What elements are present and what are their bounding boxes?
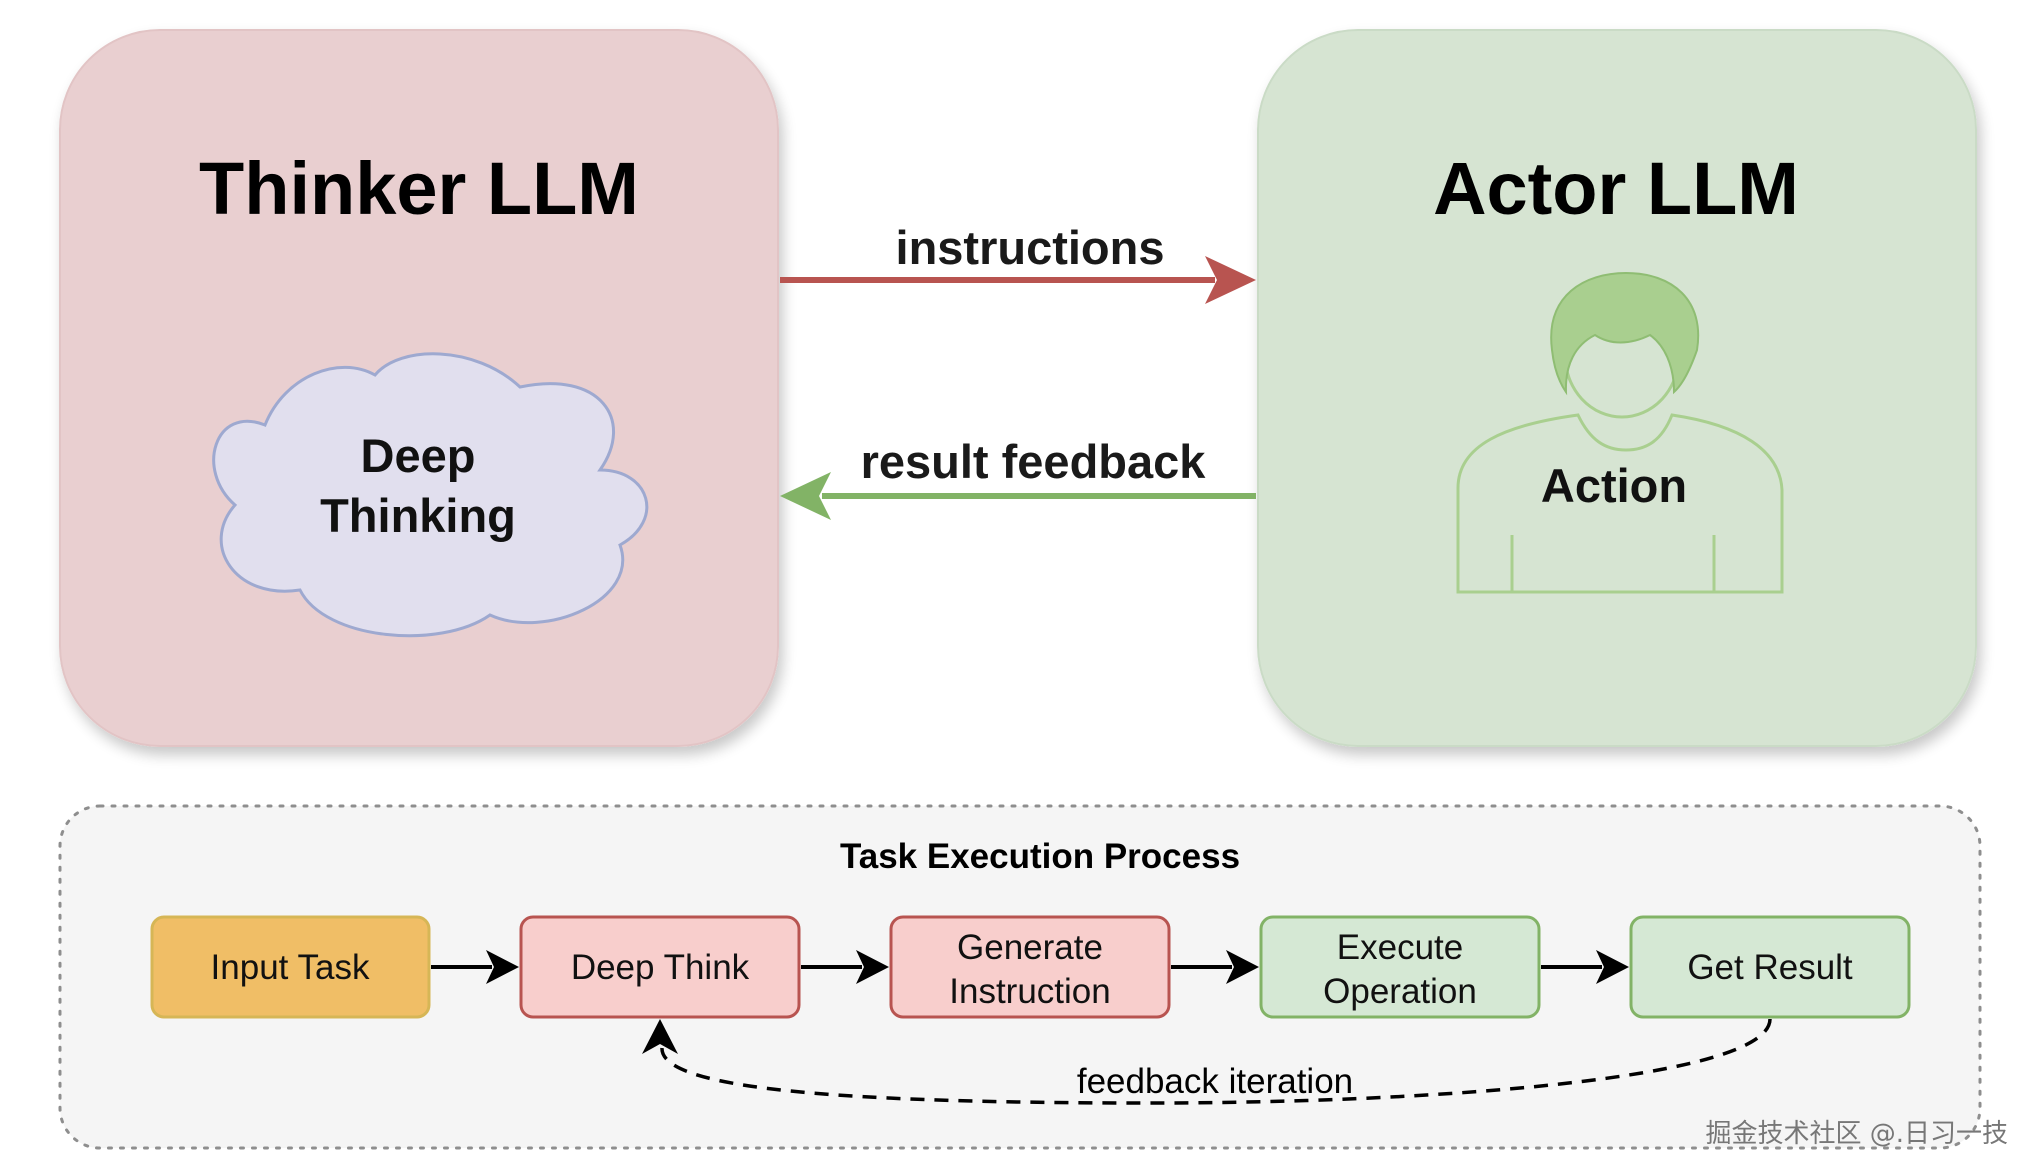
task-execution-process: Task Execution Process Input Task Deep T… (58, 804, 1982, 1150)
step-execute-operation-box (1259, 915, 1541, 1019)
step-execute-operation-line1: Execute (1337, 928, 1463, 967)
instructions-edge: instructions (780, 221, 1256, 304)
step-input-task-box (150, 915, 431, 1019)
cloud-shape-icon (212, 352, 649, 638)
result-feedback-label: result feedback (861, 435, 1207, 488)
actor-llm-panel: Actor LLM Action (1257, 29, 1977, 747)
connector-4-5-arrowhead-icon (1596, 950, 1629, 984)
instructions-label: instructions (896, 221, 1165, 274)
watermark-text: 掘金技术社区 @.日习一技 (1705, 1119, 2008, 1149)
step-input-task: Input Task (150, 915, 431, 1019)
feedback-iteration-loop: feedback iteration (642, 1018, 1772, 1105)
thinker-llm-panel: Thinker LLM Deep Thinking (59, 29, 779, 747)
step-connectors (431, 950, 1629, 984)
step-execute-operation: Execute Operation (1259, 915, 1541, 1019)
actor-person-icon: Action (1456, 271, 1784, 594)
step-deep-think-box (519, 915, 801, 1019)
connector-1-2-arrowhead-icon (486, 950, 519, 984)
step-generate-instruction-box (889, 915, 1171, 1019)
result-feedback-edge: result feedback (780, 435, 1256, 520)
cloud-label-line1: Deep (361, 429, 476, 482)
thinker-llm-title: Thinker LLM (199, 147, 639, 230)
step-generate-instruction: Generate Instruction (889, 915, 1171, 1019)
step-execute-operation-line2: Operation (1323, 972, 1477, 1011)
actor-figure-label: Action (1541, 459, 1687, 512)
person-hair-shape (1550, 271, 1700, 396)
deep-thinking-cloud: Deep Thinking (212, 352, 649, 638)
step-get-result: Get Result (1629, 915, 1911, 1019)
step-generate-instruction-line2: Instruction (949, 972, 1110, 1011)
step-get-result-box (1629, 915, 1911, 1019)
feedback-arrowhead-icon (780, 472, 831, 520)
step-generate-instruction-line1: Generate (957, 928, 1103, 967)
process-title: Task Execution Process (840, 837, 1240, 876)
feedback-iteration-label: feedback iteration (1077, 1062, 1353, 1101)
connector-2-3-arrowhead-icon (856, 950, 889, 984)
person-body-shape (1456, 413, 1784, 594)
cloud-label-line2: Thinking (320, 489, 516, 542)
feedback-loop-arrowhead-icon (642, 1019, 678, 1054)
instructions-arrowhead-icon (1205, 256, 1256, 304)
step-deep-think: Deep Think (519, 915, 801, 1019)
actor-llm-title: Actor LLM (1433, 147, 1799, 230)
step-get-result-label: Get Result (1687, 948, 1853, 987)
connector-3-4-arrowhead-icon (1226, 950, 1259, 984)
step-input-task-label: Input Task (211, 948, 370, 987)
feedback-loop-dashed-curve (660, 1018, 1772, 1105)
step-deep-think-label: Deep Think (571, 948, 750, 987)
